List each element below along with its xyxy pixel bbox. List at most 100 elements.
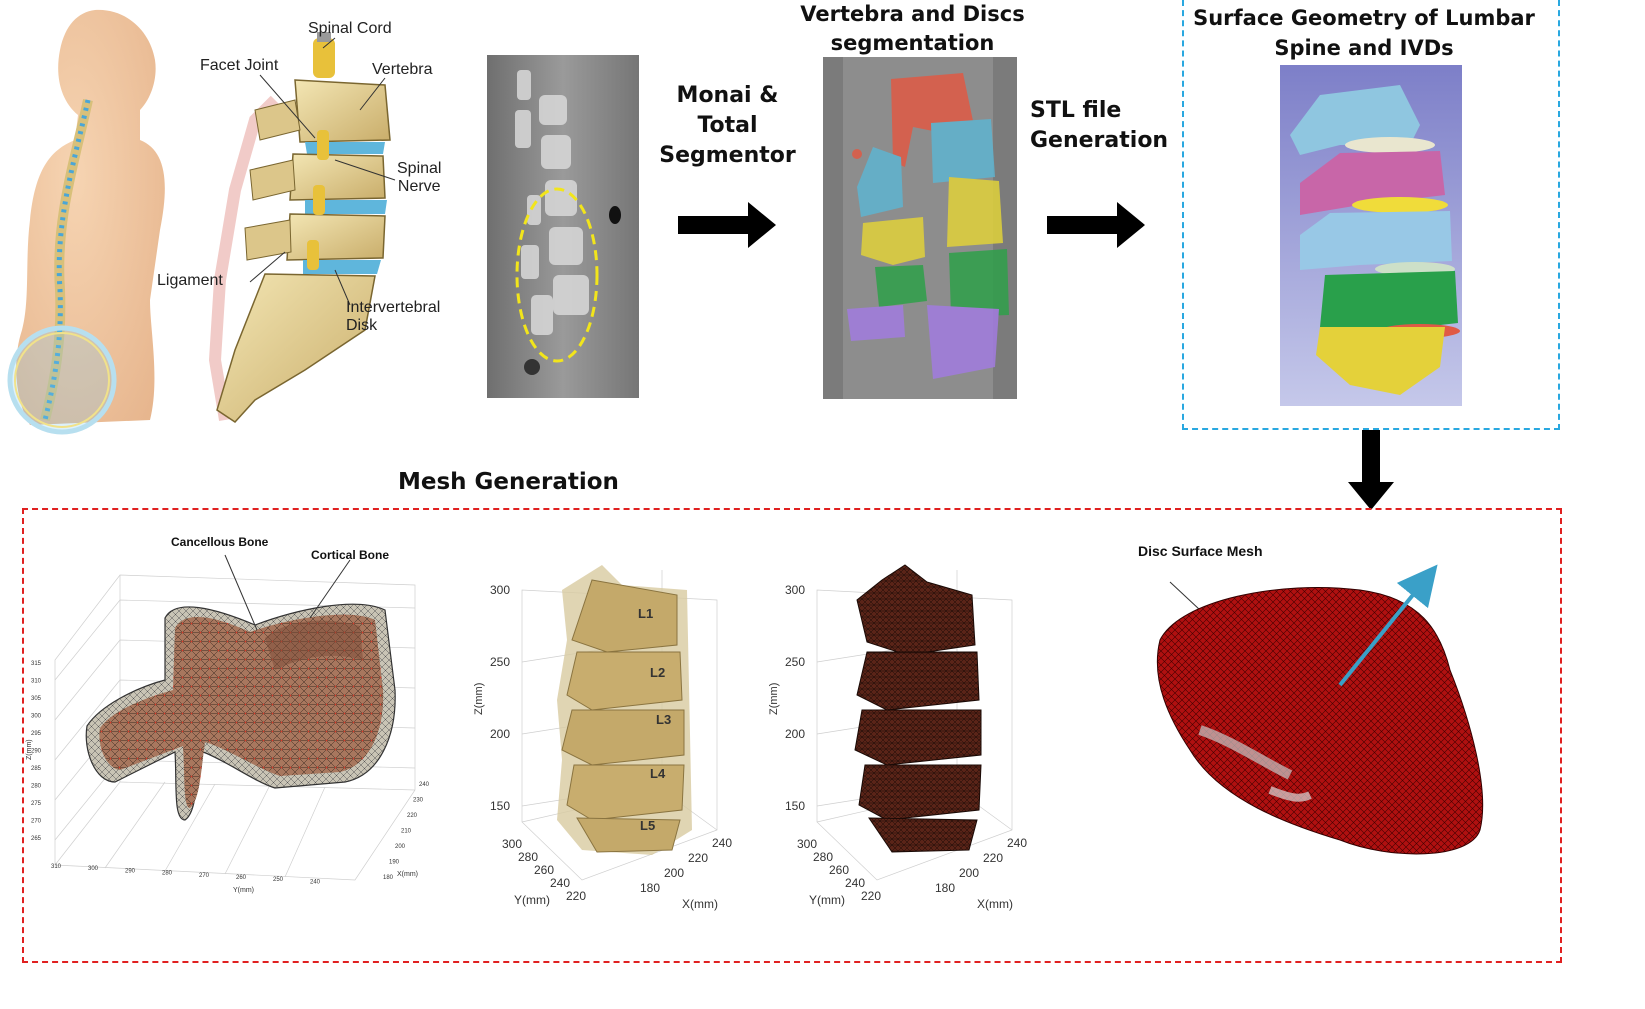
- plot1-y-axis-label: Y(mm): [233, 887, 254, 894]
- plot1-y-tick: 300: [88, 866, 99, 872]
- lumbar-mesh-model: [854, 564, 982, 853]
- plot1-y-tick: 240: [310, 879, 321, 885]
- stl-surface-image: [1280, 65, 1462, 406]
- plot1-y-tick: 270: [199, 873, 210, 879]
- plot2-y-tick: 260: [534, 863, 554, 877]
- plot1-z-tick: 270: [31, 819, 42, 825]
- vertebra-mesh-plot: 315 310 305 300 295 290 285 280 275 270 265 310 300…: [26, 535, 430, 894]
- plot2-x-tick: 240: [712, 836, 732, 850]
- ct-scan-image: [487, 55, 639, 398]
- plot1-y-ticks: 310 300 290 280 270 260 250 240: [51, 864, 321, 885]
- plot3-x-tick: 200: [959, 866, 979, 880]
- plot2-z-axis-label: Z(mm): [473, 683, 485, 715]
- segmentation-image: [823, 57, 1017, 399]
- plot3-x-axis-label: X(mm): [977, 897, 1013, 911]
- plot2-y-tick: 300: [502, 837, 522, 851]
- label-disc-surface-mesh: Disc Surface Mesh: [1138, 543, 1263, 559]
- lumbar-highlight-circle: [7, 325, 117, 435]
- plot3-z-tick: 300: [785, 583, 805, 597]
- vertebra-label-l2: L2: [650, 665, 665, 680]
- plot1-x-tick: 230: [413, 798, 424, 804]
- step-monai-label: Monai & Total Segmentor: [659, 83, 796, 168]
- plot1-y-tick: 260: [236, 875, 247, 881]
- plot3-y-tick: 220: [861, 889, 881, 903]
- disc-mesh-model: [1156, 586, 1484, 855]
- plot1-x-tick: 210: [401, 829, 412, 835]
- plot2-x-tick: 180: [640, 881, 660, 895]
- mesh-generation-box: [22, 508, 1562, 963]
- plot2-z-tick: 150: [490, 799, 510, 813]
- plot2-z-tick: 250: [490, 655, 510, 669]
- plot1-z-tick: 280: [31, 784, 42, 790]
- surface-geometry-title: Surface Geometry of Lumbar Spine and IVD…: [1193, 6, 1535, 60]
- plot3-z-axis-label: Z(mm): [768, 683, 780, 715]
- label-spinal-nerve: Spinal Nerve: [397, 160, 442, 196]
- plot1-z-axis-label: Z(mm): [26, 739, 33, 760]
- plot3-y-tick: 300: [797, 837, 817, 851]
- plot3-x-tick: 180: [935, 881, 955, 895]
- plot1-z-tick: 300: [31, 714, 42, 720]
- plot1-z-tick: 295: [31, 731, 42, 737]
- disc-normal-arrow-icon: [1338, 564, 1438, 687]
- segmented-vertebrae: [847, 73, 1009, 379]
- human-body-illustration: [7, 9, 165, 435]
- plot1-y-tick: 280: [162, 871, 173, 877]
- vertebra-label-l4: L4: [650, 766, 666, 781]
- label-intervertebral-disk: Intervertebral Disk: [346, 299, 441, 335]
- segmentation-title: Vertebra and Discs segmentation: [800, 2, 1025, 55]
- vertebra-label-l3: L3: [656, 712, 671, 727]
- vertebra-mesh-model: [85, 603, 396, 821]
- plot2-x-ticks: 180 200 220 240: [640, 836, 732, 895]
- plot2-z-tick: 300: [490, 583, 510, 597]
- plot1-x-tick: 200: [395, 844, 406, 850]
- label-cortical-bone: Cortical Bone: [311, 548, 389, 562]
- plot2-x-axis-label: X(mm): [682, 897, 718, 911]
- plot3-z-tick: 250: [785, 655, 805, 669]
- lumbar-surface-model: [1290, 85, 1460, 395]
- plot2-z-tick: 200: [490, 727, 510, 741]
- plot1-z-tick: 275: [31, 801, 42, 807]
- plot1-z-tick: 265: [31, 836, 42, 842]
- plot1-z-tick: 315: [31, 661, 42, 667]
- plot3-z-tick: 150: [785, 799, 805, 813]
- vertebra-label-l1: L1: [638, 606, 653, 621]
- plot1-x-tick: 220: [407, 813, 418, 819]
- vertebra-label-l5: L5: [640, 818, 655, 833]
- label-spinal-cord: Spinal Cord: [308, 20, 392, 37]
- label-cancellous-bone: Cancellous Bone: [171, 535, 269, 549]
- plot3-y-axis-label: Y(mm): [809, 893, 845, 907]
- arrow-down-to-mesh: [1348, 430, 1394, 510]
- plot1-z-tick: 305: [31, 696, 42, 702]
- lumbar-region-highlight: [515, 187, 599, 363]
- vertebrae-stack: [216, 79, 391, 423]
- lumbar-vertebrae-model: [557, 565, 692, 855]
- plot2-y-axis-label: Y(mm): [514, 893, 550, 907]
- plot2-x-tick: 220: [688, 851, 708, 865]
- plot3-z-tick: 200: [785, 727, 805, 741]
- plot1-x-tick: 240: [419, 782, 430, 788]
- plot1-z-tick: 310: [31, 679, 42, 685]
- plot1-z-tick: 285: [31, 766, 42, 772]
- plot1-x-ticks: 240 230 220 210 200 190 180: [383, 782, 430, 881]
- label-vertebra: Vertebra: [372, 61, 433, 78]
- arrow-to-segmentation: [678, 202, 776, 248]
- plot2-z-ticks: 300 250 200 150: [490, 583, 510, 813]
- step-stl-label: STL file Generation: [1030, 98, 1169, 153]
- plot1-y-tick: 310: [51, 864, 62, 870]
- plot3-y-tick: 280: [813, 850, 833, 864]
- plot2-y-tick: 240: [550, 876, 570, 890]
- label-ligament: Ligament: [157, 272, 223, 289]
- plot1-y-tick: 290: [125, 868, 136, 874]
- plot1-x-tick: 180: [383, 875, 394, 881]
- disc-surface-mesh-image: [1156, 564, 1484, 855]
- plot1-x-tick: 190: [389, 860, 400, 866]
- arrow-to-stl: [1047, 202, 1145, 248]
- plot2-x-tick: 200: [664, 866, 684, 880]
- plot2-y-tick: 280: [518, 850, 538, 864]
- plot1-y-tick: 250: [273, 877, 284, 883]
